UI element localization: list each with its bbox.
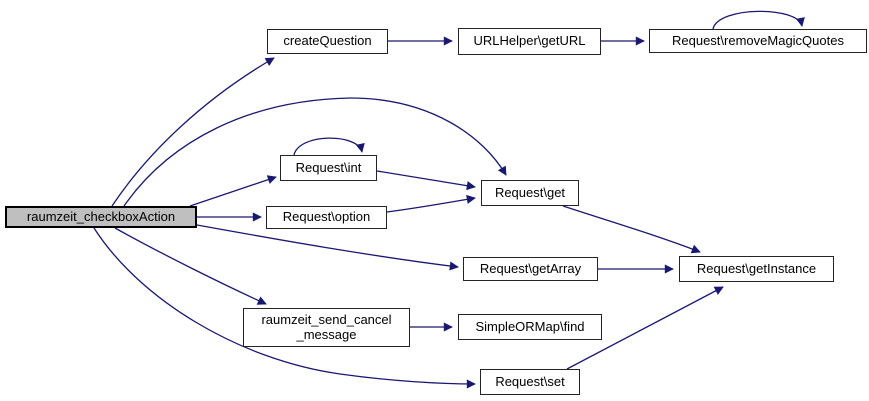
node-label: Request\option (282, 209, 371, 225)
edge-checkboxAction-sendCancelMessage (114, 227, 267, 305)
node-label: SimpleORMap\find (475, 318, 585, 334)
node-raumzeit-send-cancel-message[interactable]: raumzeit_send_cancel _message (243, 308, 410, 347)
node-label: Request\get (494, 184, 566, 200)
node-request-removemagicquotes[interactable]: Request\removeMagicQuotes (649, 29, 867, 53)
edge-removeMagicQuotes-self-loop (712, 10, 805, 30)
node-request-getarray[interactable]: Request\getArray (463, 257, 598, 281)
edge-requestInt-requestGet (376, 170, 476, 191)
node-label-line1: raumzeit_send_cancel (261, 311, 392, 327)
edge-requestGet-requestGetInstance (562, 205, 701, 254)
node-label: URLHelper\getURL (473, 33, 586, 49)
edge-checkboxAction-createQuestion (111, 57, 275, 207)
edge-checkboxAction-requestGet (123, 97, 507, 207)
node-label: Request\int (295, 159, 362, 175)
node-request-set[interactable]: Request\set (480, 369, 580, 395)
node-raumzeit-checkboxaction[interactable]: raumzeit_checkboxAction (5, 206, 197, 228)
edge-checkboxAction-requestSet (93, 227, 476, 389)
node-label-line2: _message (296, 326, 357, 342)
edge-requestInt-self-loop (293, 137, 365, 156)
node-label: Request\set (495, 373, 565, 389)
node-request-getinstance[interactable]: Request\getInstance (679, 256, 834, 282)
node-label: Request\removeMagicQuotes (672, 32, 844, 48)
node-request-get[interactable]: Request\get (481, 180, 579, 206)
node-request-int[interactable]: Request\int (280, 155, 377, 181)
edge-requestOption-requestGet (386, 194, 476, 213)
node-simpleormap-find[interactable]: SimpleORMap\find (458, 314, 602, 340)
edge-checkboxAction-requestInt (189, 175, 277, 207)
node-request-option[interactable]: Request\option (266, 206, 387, 229)
node-urlhelper-geturl[interactable]: URLHelper\getURL (458, 28, 601, 55)
node-createquestion[interactable]: createQuestion (267, 29, 388, 54)
node-label: Request\getArray (479, 260, 582, 276)
edge-checkboxAction-requestGetArray (196, 224, 459, 271)
edge-requestSet-requestGetInstance (566, 286, 724, 370)
node-label: createQuestion (283, 33, 372, 49)
node-label: Request\getInstance (696, 260, 817, 276)
node-label: raumzeit_checkboxAction (26, 208, 176, 224)
